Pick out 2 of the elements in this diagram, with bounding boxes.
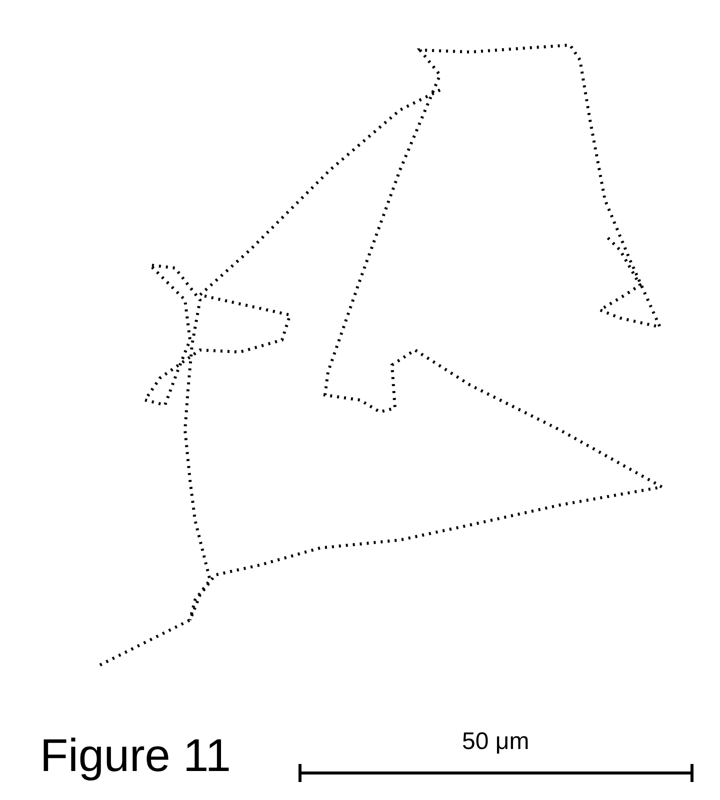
figure-caption: Figure 11	[40, 728, 231, 782]
scale-label: 50 μm	[462, 728, 530, 756]
